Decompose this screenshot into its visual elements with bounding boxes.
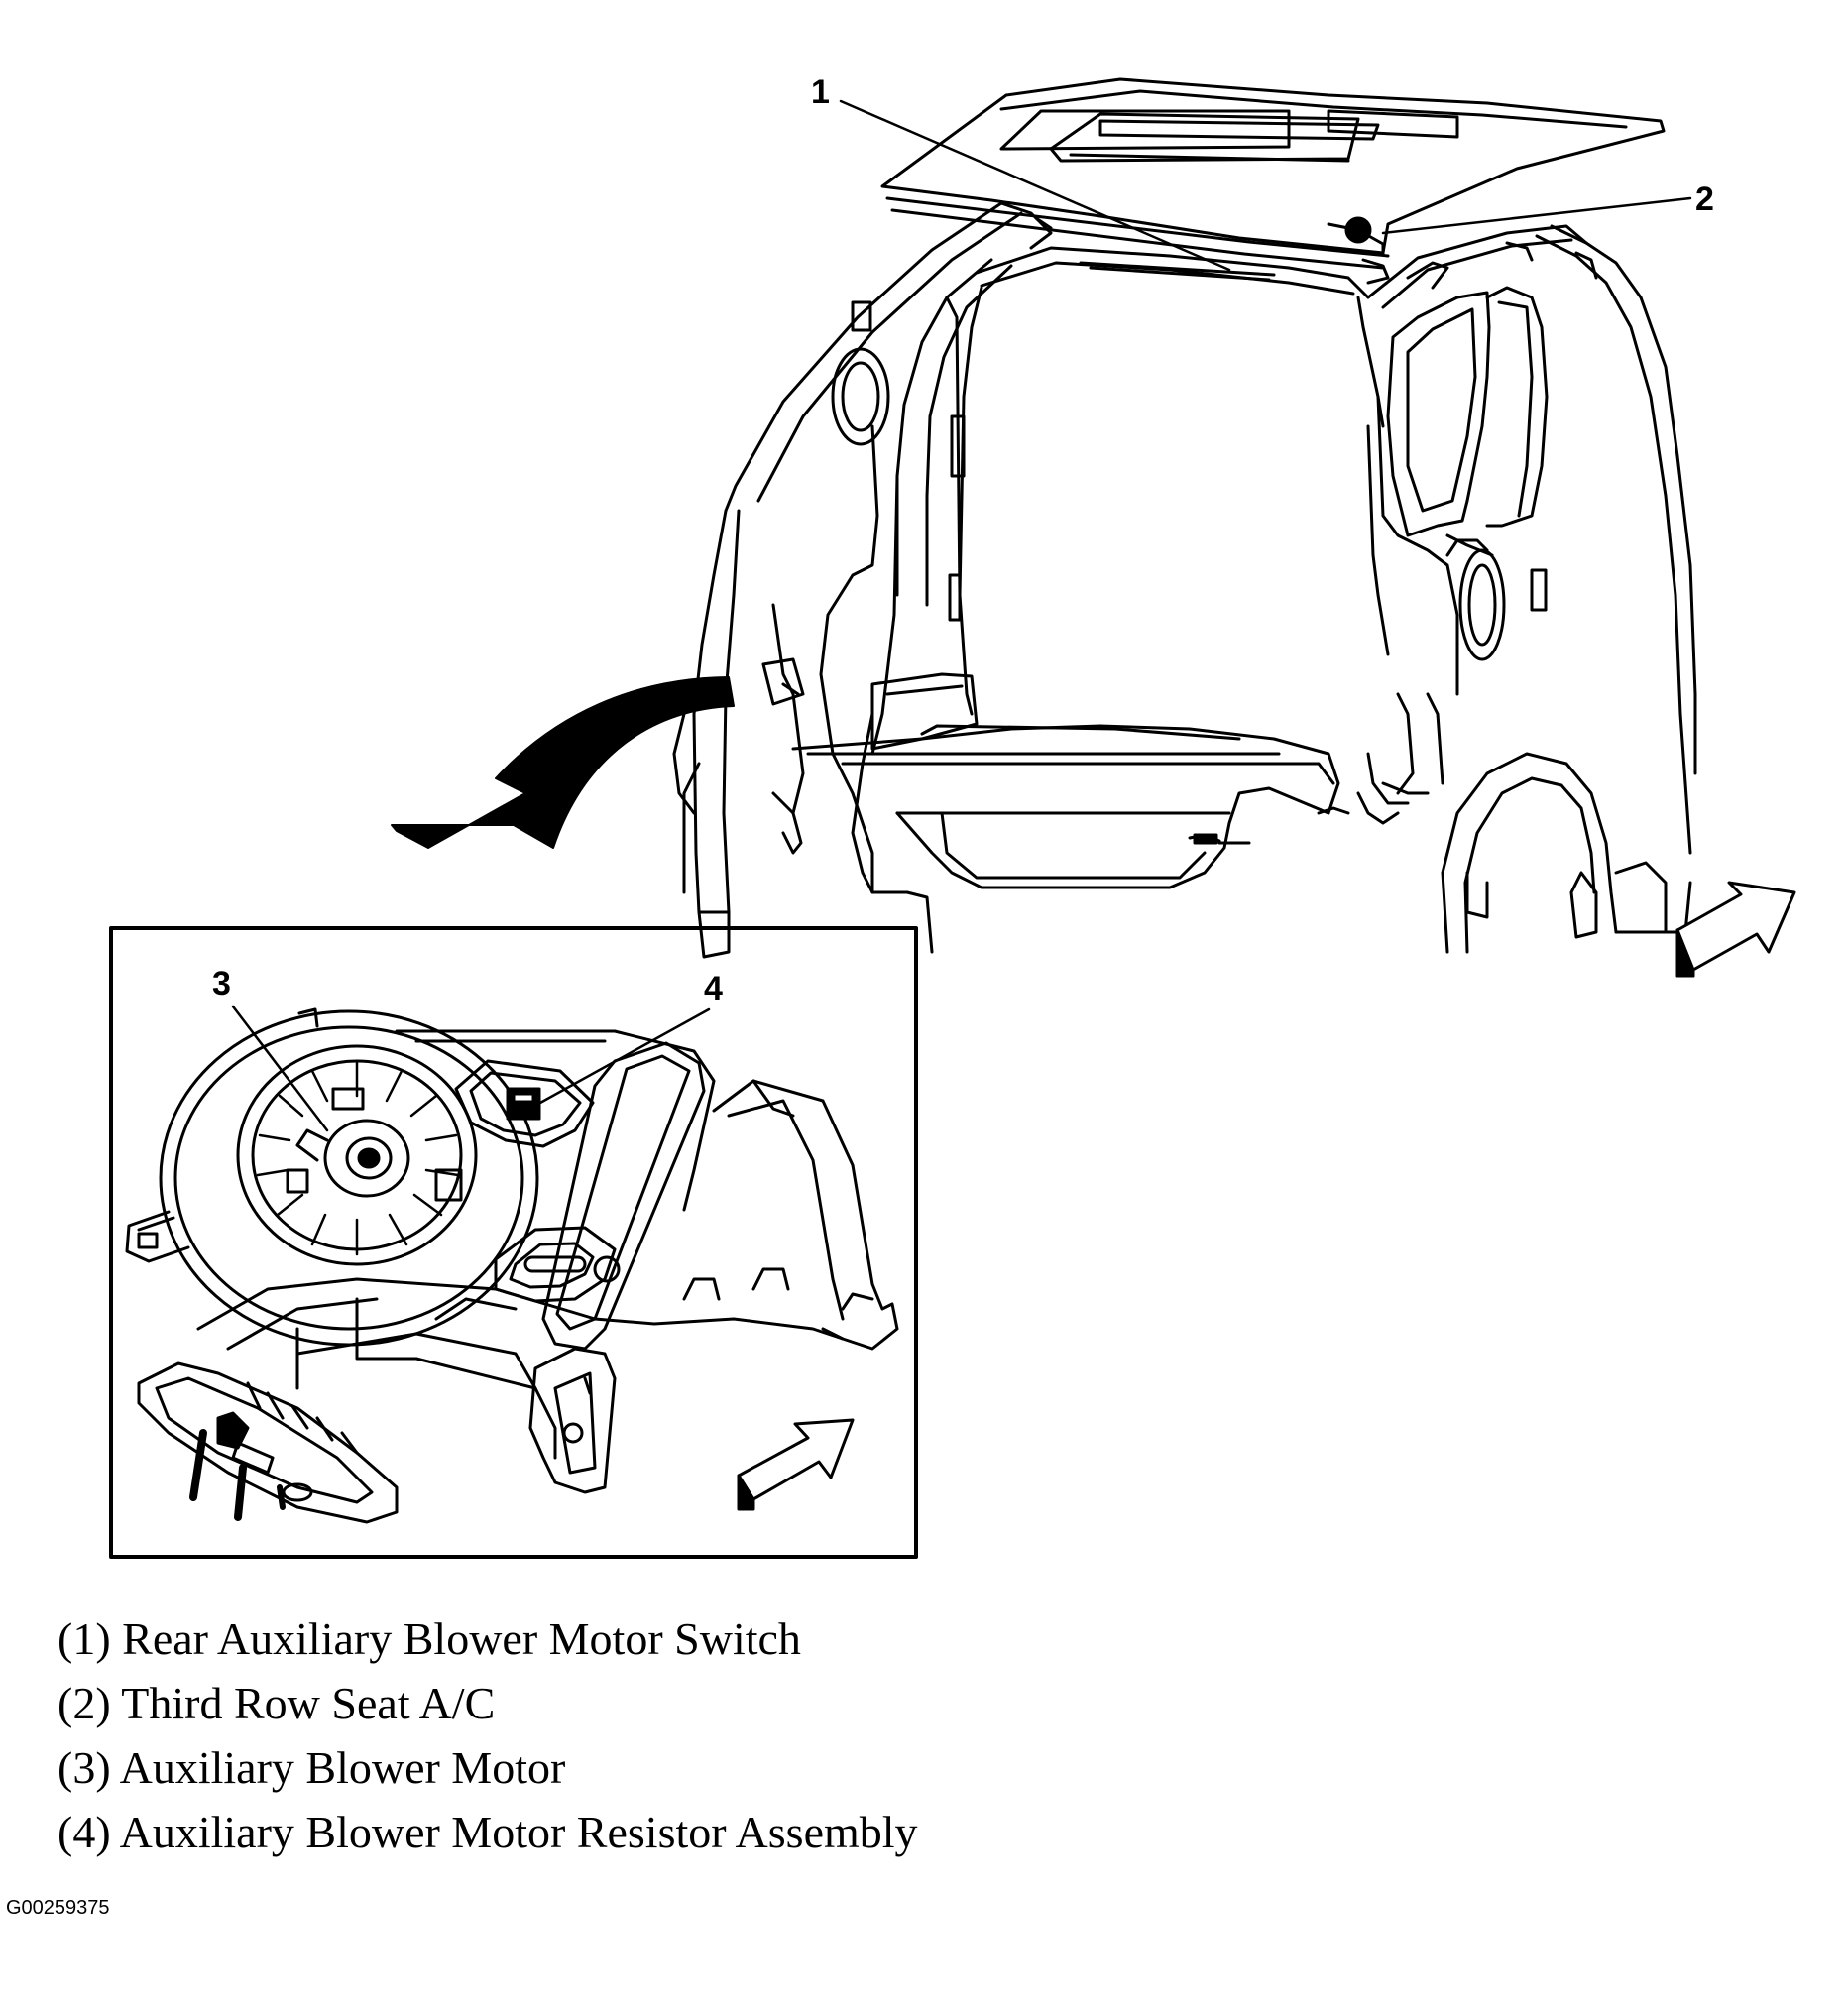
blower-assembly-illustration [125,1007,899,1524]
legend-item: (3) Auxiliary Blower Motor [58,1742,566,1793]
callout-number-4: 4 [704,970,723,1007]
callout-leaders [231,99,1692,1132]
detail-inset-box [109,926,918,1559]
legend-item: (2) Third Row Seat A/C [58,1678,496,1728]
callout-number-1: 1 [811,73,830,111]
legend-item: (1) Rear Auxiliary Blower Motor Switch [58,1613,801,1664]
figure-id: G00259375 [6,1897,110,1919]
callout-number-2: 2 [1695,180,1714,218]
view-arrow-icon [1675,881,1796,978]
vehicle-body-illustration [672,77,1697,959]
view-arrow-icon [737,1418,855,1511]
parts-legend: (1) Rear Auxiliary Blower Motor Switch (… [58,1606,1545,1864]
detail-zoom-arrow-icon [391,676,735,849]
legend-item: (4) Auxiliary Blower Motor Resistor Asse… [58,1807,918,1857]
callout-number-3: 3 [212,965,231,1003]
